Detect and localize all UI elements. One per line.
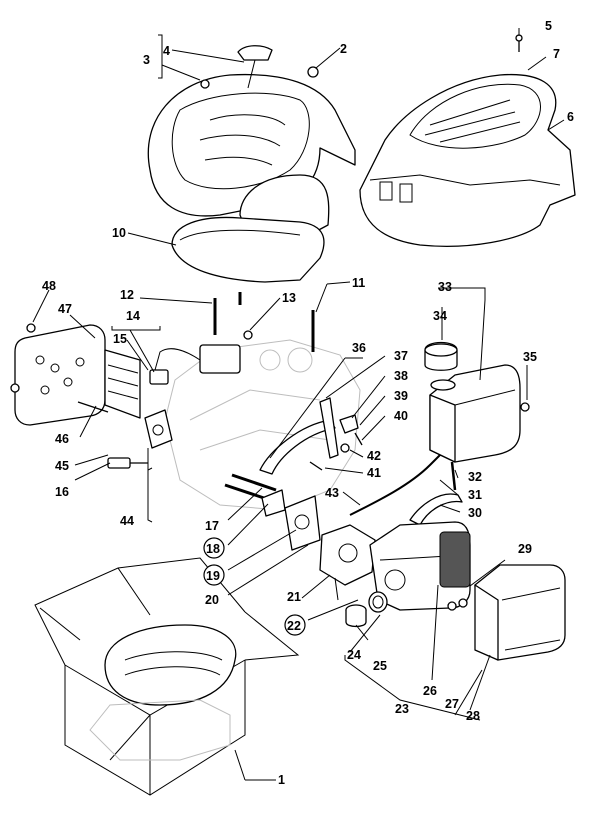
callout-11: 11: [352, 276, 365, 290]
fuel-tank: [429, 364, 521, 463]
fuel-hose: [409, 493, 463, 526]
carburetor: [319, 524, 376, 601]
callout-36: 36: [352, 341, 366, 355]
callout-35: 35: [523, 350, 537, 364]
callout-14: 14: [126, 309, 140, 323]
callout-27: 27: [445, 697, 459, 711]
callout-34: 34: [433, 309, 447, 323]
breather-tube: [259, 419, 336, 475]
callout-2: 2: [340, 42, 347, 56]
callout-37: 37: [394, 349, 408, 363]
nuts: [447, 598, 468, 611]
spark-plug: [107, 457, 148, 469]
screw: [515, 34, 523, 52]
starter-handle: [237, 45, 273, 89]
callout-26: 26: [423, 684, 437, 698]
callout-16: 16: [55, 485, 69, 499]
governor-linkage: [309, 397, 363, 471]
callout-45: 45: [55, 459, 69, 473]
callout-29: 29: [518, 542, 532, 556]
callout-19-circle: [203, 564, 225, 586]
callout-17: 17: [205, 519, 219, 533]
gasket: [144, 409, 173, 449]
air-filter-cover: [474, 564, 566, 661]
fuel-valve: [450, 461, 457, 491]
callout-44: 44: [120, 514, 134, 528]
callout-1: 1: [278, 773, 285, 787]
callout-33: 33: [438, 280, 452, 294]
engine-cover-right: [359, 73, 576, 247]
callout-43: 43: [325, 486, 339, 500]
callout-40: 40: [394, 409, 408, 423]
callout-23: 23: [395, 702, 409, 716]
callout-41: 41: [367, 466, 381, 480]
fuel-line: [349, 454, 441, 516]
callout-5: 5: [545, 19, 552, 33]
fuel-filler: [430, 379, 456, 391]
callout-7: 7: [553, 47, 560, 61]
callout-25: 25: [373, 659, 387, 673]
callout-31: 31: [468, 488, 482, 502]
callout-47: 47: [58, 302, 72, 316]
callout-21: 21: [287, 590, 301, 604]
muffler: [14, 324, 141, 426]
callout-15: 15: [113, 332, 127, 346]
boxed-engine: [89, 624, 237, 761]
callout-18-circle: [203, 537, 225, 559]
intake-studs: [224, 473, 321, 551]
callout-19: 19: [206, 569, 220, 583]
fuel-cap: [424, 341, 458, 371]
callout-42: 42: [367, 449, 381, 463]
callout-12: 12: [120, 288, 134, 302]
seal-ring: [368, 591, 388, 613]
callout-6: 6: [567, 110, 574, 124]
shroud-base: [171, 216, 325, 283]
air-filter-element: [439, 531, 471, 588]
breather-plug: [345, 604, 367, 628]
callout-32: 32: [468, 470, 482, 484]
callout-46: 46: [55, 432, 69, 446]
bolt: [10, 323, 109, 413]
callout-20: 20: [205, 593, 219, 607]
callout-22: 22: [287, 619, 301, 633]
callout-labels: 1 2 3 4 5 6 7 10 11 12 13 14 15 16 17 18…: [42, 19, 574, 787]
callout-3: 3: [143, 53, 150, 67]
tank-screw: [520, 402, 530, 412]
callout-38: 38: [394, 369, 408, 383]
callout-48: 48: [42, 279, 56, 293]
callout-10: 10: [112, 226, 126, 240]
ignition-coil: [149, 344, 241, 385]
engine-cover-left: [147, 73, 356, 241]
callout-24: 24: [347, 648, 361, 662]
callout-22-circle: [284, 614, 306, 636]
nut: [200, 66, 319, 89]
callout-28: 28: [466, 709, 480, 723]
callout-4: 4: [163, 44, 170, 58]
callout-13: 13: [282, 291, 296, 305]
callout-18: 18: [206, 542, 220, 556]
callout-39: 39: [394, 389, 408, 403]
stud: [213, 292, 315, 352]
leader-lines: [32, 28, 565, 781]
callout-30: 30: [468, 506, 482, 520]
